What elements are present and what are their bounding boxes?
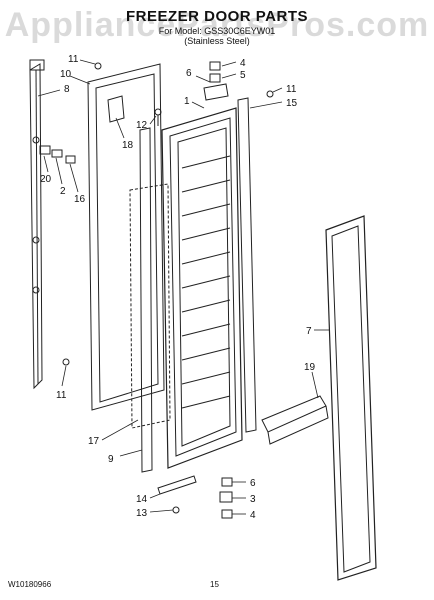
part-11-screw-left bbox=[94, 62, 102, 70]
callout-19: 19 bbox=[304, 362, 316, 373]
callout-11-lower-left: 11 bbox=[56, 390, 67, 401]
part-8-conduit bbox=[29, 59, 45, 390]
callout-13: 13 bbox=[136, 508, 148, 519]
part-10-door-panel bbox=[87, 63, 165, 411]
door-shelves bbox=[181, 155, 231, 409]
footer-page-number: 15 bbox=[210, 580, 219, 589]
callout-12: 12 bbox=[136, 120, 148, 131]
callout-3: 3 bbox=[250, 494, 256, 505]
subtitle-model: For Model: GSS30C6EYW01 bbox=[158, 26, 276, 36]
callout-8: 8 bbox=[64, 84, 70, 95]
callout-7: 7 bbox=[306, 326, 312, 337]
callout-10: 10 bbox=[60, 69, 72, 80]
callout-4-top: 4 bbox=[240, 58, 246, 69]
callout-6-top: 6 bbox=[186, 68, 192, 79]
bottom-hinge-parts bbox=[157, 475, 233, 519]
callout-9: 9 bbox=[108, 454, 114, 465]
callout-6-bottom: 6 bbox=[250, 478, 256, 489]
part-1-door-assembly bbox=[161, 107, 243, 469]
callout-5: 5 bbox=[240, 70, 246, 81]
callout-16: 16 bbox=[74, 194, 86, 205]
parts-hinge-pins bbox=[39, 145, 76, 164]
part-12-screw bbox=[154, 108, 162, 126]
part-11-screw-right bbox=[266, 90, 274, 98]
part-18-bracket bbox=[107, 95, 125, 123]
callout-15: 15 bbox=[286, 98, 298, 109]
part-17-insulation bbox=[129, 183, 171, 429]
part-7-door-gasket bbox=[325, 215, 377, 581]
part-9-gasket-strip bbox=[139, 127, 153, 473]
part-11-screw-lower bbox=[62, 358, 70, 366]
callout-1: 1 bbox=[184, 96, 190, 107]
diagram-subtitle: For Model: GSS30C6EYW01 (Stainless Steel… bbox=[0, 26, 434, 46]
callout-2: 2 bbox=[60, 186, 66, 197]
callout-4-bottom: 4 bbox=[250, 510, 256, 521]
footer-part-number: W10180966 bbox=[8, 580, 52, 589]
callout-14: 14 bbox=[136, 494, 148, 505]
callout-20: 20 bbox=[40, 174, 52, 185]
callout-17: 17 bbox=[88, 436, 100, 447]
subtitle-finish: (Stainless Steel) bbox=[184, 36, 250, 46]
part-19-handle bbox=[261, 395, 329, 445]
diagram-title: FREEZER DOOR PARTS bbox=[125, 8, 309, 25]
leader-lines bbox=[37, 59, 330, 515]
callout-11-top-left: 11 bbox=[68, 54, 79, 65]
part-15-trim-strip bbox=[237, 97, 257, 433]
callout-labels: 11 10 8 18 20 2 16 6 4 5 1 11 15 12 7 19… bbox=[40, 54, 316, 521]
callout-11-top-right: 11 bbox=[286, 84, 297, 95]
callout-18: 18 bbox=[122, 140, 134, 151]
top-hinge-parts bbox=[203, 61, 229, 101]
